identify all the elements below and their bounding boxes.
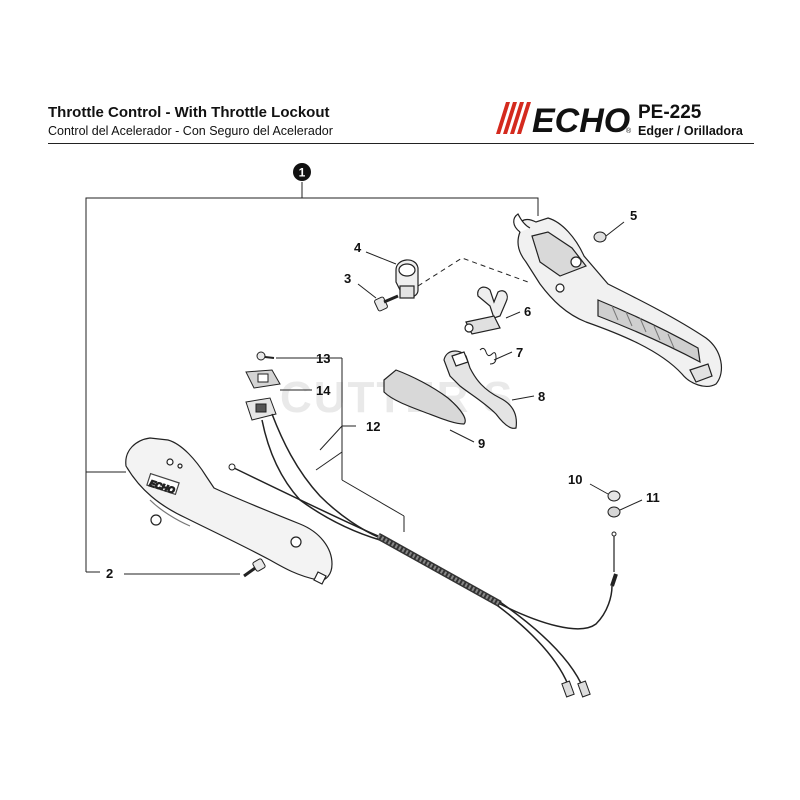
callout-bracket-12-14 — [276, 357, 405, 532]
throttle-cable-and-wires — [228, 413, 618, 698]
callout-3: 3 — [344, 271, 351, 286]
part-11-nut — [607, 506, 621, 518]
leader-6 — [505, 311, 521, 319]
product-subtitle: Edger / Orilladora — [638, 124, 743, 138]
callout-10: 10 — [568, 472, 582, 487]
leader-8 — [511, 395, 535, 401]
model-number: PE-225 — [638, 102, 702, 123]
leader-7 — [493, 351, 513, 361]
callout-8: 8 — [538, 389, 545, 404]
callout-5: 5 — [630, 208, 637, 223]
part-2-screw — [243, 558, 266, 578]
part-6-lockout-lever — [464, 286, 508, 335]
handle-cover-left: ECHO — [125, 437, 333, 585]
svg-text:1: 1 — [299, 166, 306, 180]
logo-text: ECHO — [532, 102, 630, 136]
part-9-lockout-trigger — [383, 369, 466, 425]
part-13-screw — [256, 351, 275, 361]
assembly-bracket — [85, 182, 539, 572]
callout-12: 12 — [366, 419, 380, 434]
callout-6: 6 — [524, 304, 531, 319]
leader-11 — [619, 499, 643, 511]
callout-4: 4 — [354, 240, 362, 255]
echo-logo: ECHO ® — [496, 102, 632, 136]
handle-housing-right — [513, 213, 723, 387]
callout-9: 9 — [478, 436, 485, 451]
part-4-clamp — [395, 259, 419, 299]
part-5-plug — [593, 231, 607, 243]
title-spanish: Control del Acelerador - Con Seguro del … — [48, 124, 333, 138]
header-rule — [48, 143, 754, 144]
part-14-switch — [245, 369, 281, 389]
leader-5 — [605, 221, 625, 237]
callout-1: 1 — [293, 163, 311, 181]
part-8-throttle-trigger — [443, 350, 517, 429]
callout-11: 11 — [646, 490, 660, 505]
alignment-dashed-line — [417, 257, 529, 287]
callout-7: 7 — [516, 345, 523, 360]
callout-2: 2 — [106, 566, 113, 581]
svg-text:®: ® — [626, 127, 632, 135]
part-12-stop-switch — [245, 397, 277, 421]
leader-10 — [589, 483, 609, 495]
leader-3 — [357, 283, 377, 299]
part-7-spring — [479, 347, 497, 365]
title-english: Throttle Control - With Throttle Lockout — [48, 104, 330, 121]
callout-13: 13 — [316, 351, 330, 366]
leader-9 — [449, 429, 475, 443]
callout-14: 14 — [316, 383, 331, 398]
leader-4 — [365, 251, 397, 265]
part-10-cap — [607, 490, 621, 502]
part-3-screw — [374, 294, 399, 312]
